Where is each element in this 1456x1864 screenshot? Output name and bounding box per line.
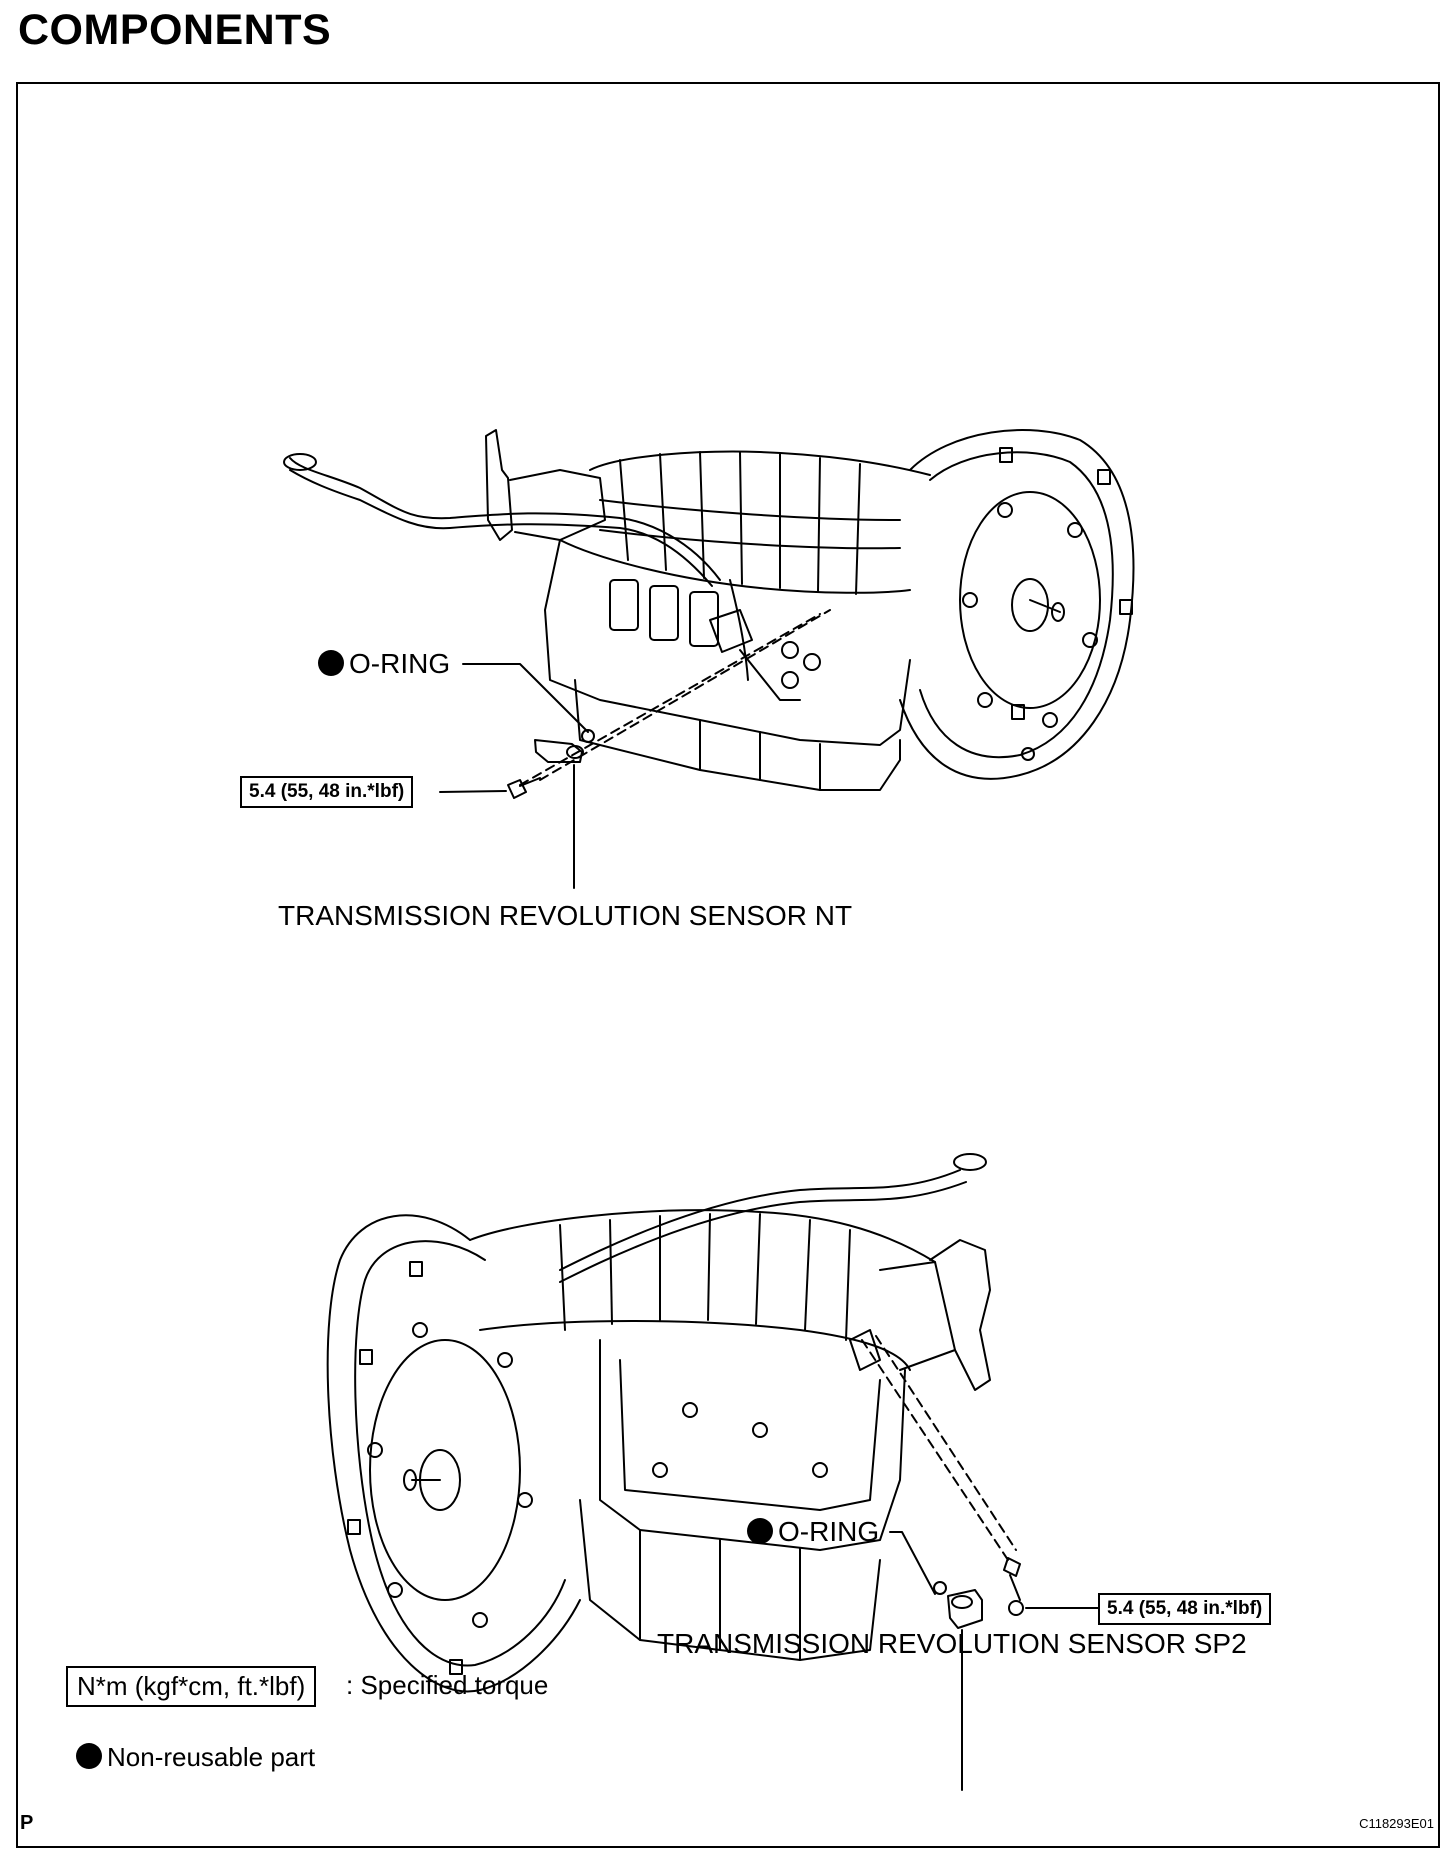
bottom-oring-text: O-RING: [778, 1516, 880, 1547]
top-oring-text: O-RING: [349, 648, 451, 679]
legend-torque-unit: N*m (kgf*cm, ft.*lbf): [66, 1666, 317, 1707]
legend-torque-desc: : Specified torque: [346, 1670, 549, 1700]
figure-code: C118293E01: [1359, 1816, 1434, 1831]
bottom-transmission-drawing: [326, 1153, 1099, 1791]
nonreusable-mark-icon: [318, 650, 344, 676]
page-title: COMPONENTS: [18, 6, 332, 54]
nonreusable-mark-icon: [747, 1518, 773, 1544]
page-letter: P: [20, 1812, 34, 1834]
bottom-torque-spec: 5.4 (55, 48 in.*lbf): [1098, 1593, 1272, 1625]
legend-nonreusable-text: Non-reusable part: [107, 1742, 316, 1772]
nonreusable-mark-icon: [76, 1743, 102, 1769]
bottom-oring-label: O-RING: [747, 1516, 879, 1548]
top-sensor-label: TRANSMISSION REVOLUTION SENSOR NT: [278, 900, 853, 931]
legend-nonreusable: Non-reusable part: [76, 1742, 315, 1773]
bottom-sensor-label: TRANSMISSION REVOLUTION SENSOR SP2: [657, 1628, 1247, 1659]
top-oring-label: O-RING: [318, 648, 450, 680]
diagram-frame: [16, 82, 1440, 1848]
top-torque-spec: 5.4 (55, 48 in.*lbf): [240, 776, 414, 808]
top-transmission-drawing: [283, 429, 1135, 889]
